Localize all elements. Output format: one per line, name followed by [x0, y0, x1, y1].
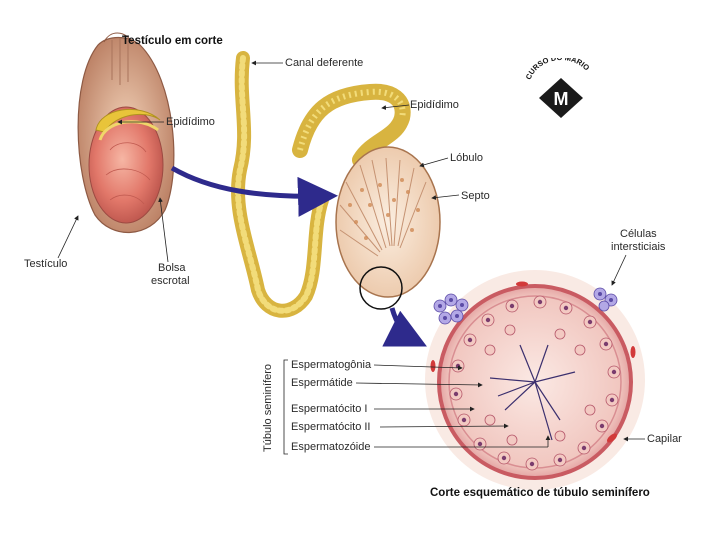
tubule-illustration	[425, 270, 645, 490]
testis-illustration	[88, 106, 164, 224]
vas-deferens-illustration	[231, 51, 329, 318]
label-celulas-1: Células	[620, 228, 657, 240]
testis-section-illustration	[335, 146, 441, 310]
logo-letter: M	[554, 89, 569, 109]
label-espermatogonia: Espermatogônia	[291, 359, 372, 371]
label-capilar: Capilar	[647, 433, 682, 445]
curso-do-mario-logo: CURSO DO MÁRIO M	[523, 53, 599, 122]
label-septo: Septo	[461, 190, 490, 202]
tubule-bracket	[283, 359, 288, 455]
label-canal-deferente: Canal deferente	[285, 57, 364, 69]
testis-section-title: Testículo em corte	[122, 35, 223, 47]
label-bolsa-1: Bolsa	[158, 262, 186, 274]
label-tubulo-seminifero: Túbulo seminífero	[262, 363, 274, 452]
arrow-to-tubule	[382, 307, 427, 347]
label-espermatocito-2: Espermatócito II	[291, 421, 371, 433]
label-espermatozoide: Espermatozóide	[291, 441, 371, 453]
label-espermatide: Espermátide	[291, 377, 353, 389]
capillaries-illustration	[430, 281, 636, 443]
label-epididimo-left: Epidídimo	[166, 116, 215, 128]
label-bolsa-2: escrotal	[151, 275, 190, 287]
svg-text:CURSO DO MÁRIO: CURSO DO MÁRIO	[524, 58, 592, 81]
logo-text: CURSO DO MÁRIO	[524, 53, 592, 81]
label-celulas-2: intersticiais	[611, 241, 666, 253]
epididymis-illustration	[292, 83, 411, 168]
label-espermatocito-1: Espermatócito I	[291, 403, 368, 415]
arrow-to-section	[170, 165, 338, 217]
tubule-section-title: Corte esquemático de túbulo seminífero	[430, 487, 650, 499]
label-testiculo: Testículo	[24, 258, 68, 270]
label-lobulo: Lóbulo	[450, 152, 484, 164]
magnifier-circle	[359, 266, 403, 310]
label-epididimo-right: Epidídimo	[410, 99, 459, 111]
